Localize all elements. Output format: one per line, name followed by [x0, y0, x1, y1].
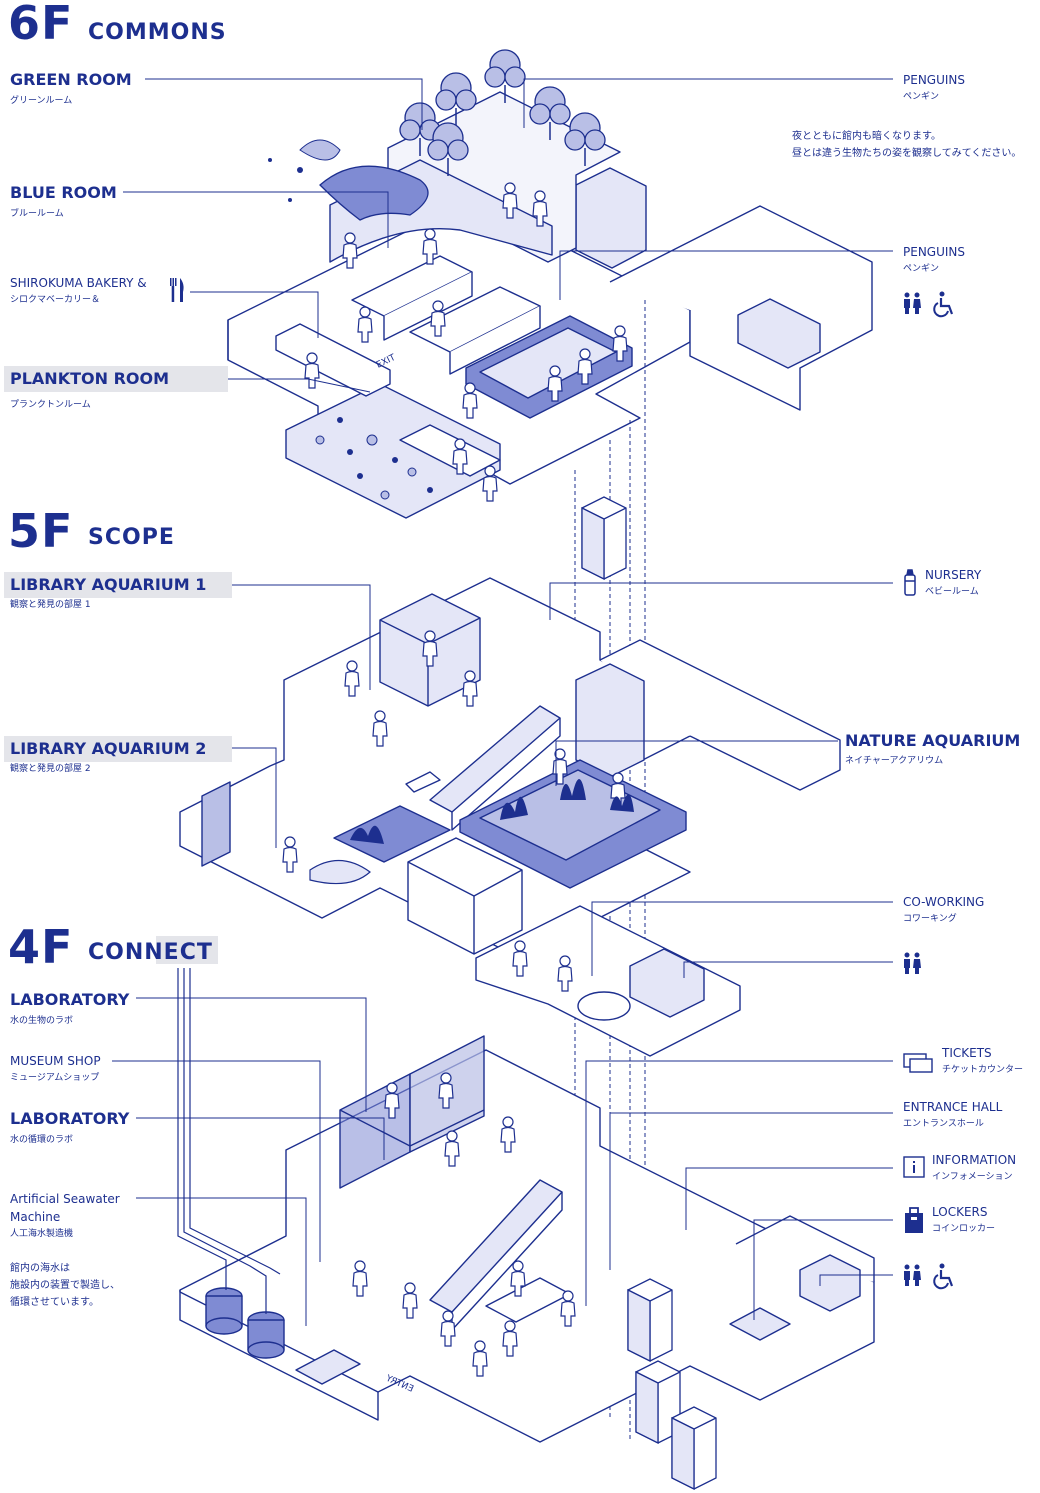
library1-highlight [4, 572, 232, 598]
penguins-label-top: PENGUINS [903, 73, 966, 87]
bakery-label-jp: シロクマベーカリー＆ [10, 295, 101, 305]
restroom-icon [904, 1264, 921, 1286]
penguins-label-bottom: PENGUINS [903, 245, 966, 259]
locker-icon [905, 1207, 923, 1233]
floor-4f-name: CONNECT [88, 940, 213, 965]
bakery-label: SHIROKUMA BAKERY & [10, 276, 147, 290]
laboratory-2-label: LABORATORY [10, 1109, 130, 1128]
restroom-icon [904, 952, 921, 974]
nature-aquarium-plants [350, 778, 634, 844]
seawater-note-line3: 循環させています。 [10, 1297, 99, 1308]
museum-shop-label-jp: ミュージアムショップ [10, 1073, 100, 1083]
seawater-label-line1: Artificial Seawater [10, 1192, 120, 1206]
museum-shop-label: MUSEUM SHOP [10, 1054, 101, 1068]
seawater-label-jp: 人工海水製造機 [10, 1229, 74, 1239]
penguins-label-top-jp: ペンギン [903, 92, 940, 102]
seawater-pipes [177, 968, 281, 1314]
entrance-hall-label: ENTRANCE HALL [903, 1100, 1003, 1114]
seawater-note-line2: 施設内の装置で製造し、 [10, 1280, 120, 1291]
floor-4f-structure [179, 1035, 875, 1443]
tickets-label: TICKETS [942, 1046, 992, 1060]
shaft-column-4f-a [627, 1278, 673, 1362]
information-label: INFORMATION [932, 1153, 1017, 1167]
nursery-label: NURSERY [925, 568, 982, 582]
baby-bottle-icon [904, 569, 916, 596]
seawater-label-line2: Machine [10, 1210, 61, 1224]
nursery-label-jp: ベビールーム [925, 587, 979, 597]
ticket-icon [903, 1053, 933, 1073]
coworking-label-jp: コワーキング [903, 914, 957, 924]
library-aquarium-2-label: LIBRARY AQUARIUM 2 [10, 739, 207, 758]
library-aquarium-1-label: LIBRARY AQUARIUM 1 [10, 575, 207, 594]
leader-lines [112, 78, 893, 1326]
floor-6f-name: COMMONS [88, 20, 227, 45]
seawater-note: 館内の海水は 施設内の装置で製造し、 循環させています。 [10, 1260, 120, 1311]
tickets-label-jp: チケットカウンター [942, 1065, 1024, 1075]
coworking-label: CO-WORKING [903, 895, 985, 909]
plankton-dots [315, 417, 433, 500]
wheelchair-icon [933, 1262, 954, 1290]
penguins-label-bottom-jp: ペンギン [903, 264, 940, 274]
shaft-column-4f-c [671, 1406, 717, 1490]
information-label-jp: インフォメーション [932, 1172, 1013, 1182]
plankton-room-label-jp: プランクトンルーム [10, 400, 91, 410]
floor-5f-structure [179, 577, 841, 1057]
fork-knife-icon [170, 278, 184, 302]
blue-room-label-jp: ブルールーム [10, 209, 64, 219]
nature-aquarium-label-jp: ネイチャーアクアリウム [845, 756, 944, 766]
floor-5f-name: SCOPE [88, 525, 175, 550]
restroom-icon [904, 292, 921, 314]
lockers-label: LOCKERS [932, 1205, 988, 1219]
night-note-line2: 昼とは違う生物たちの姿を観察してみてください。 [792, 148, 1022, 159]
floor-6f-structure [227, 91, 873, 519]
entrance-hall-label-jp: エントランスホール [903, 1119, 984, 1129]
blue-room-orca [268, 139, 429, 221]
laboratory-1-label: LABORATORY [10, 990, 130, 1009]
seawater-note-line1: 館内の海水は [10, 1263, 70, 1274]
nature-aquarium-label: NATURE AQUARIUM [845, 731, 1021, 750]
library-aquarium-2-label-jp: 観察と発見の部屋 2 [10, 764, 91, 774]
connect-highlight [156, 936, 218, 964]
blue-room-label: BLUE ROOM [10, 183, 117, 202]
shaft-column-5f [581, 496, 627, 580]
green-room-label: GREEN ROOM [10, 70, 132, 89]
wheelchair-icon [933, 290, 954, 318]
info-icon [903, 1156, 925, 1178]
laboratory-1-label-jp: 水の生物のラボ [10, 1016, 74, 1026]
library2-highlight [4, 736, 232, 762]
library-aquarium-1-label-jp: 観察と発見の部屋 1 [10, 600, 91, 610]
night-note-line1: 夜とともに館内も暗くなります。 [792, 131, 941, 142]
plankton-highlight [4, 366, 228, 392]
night-note: 夜とともに館内も暗くなります。 昼とは違う生物たちの姿を観察してみてください。 [792, 128, 1021, 162]
laboratory-2-label-jp: 水の循環のラボ [10, 1135, 74, 1145]
floor-4f-number: 4F [8, 920, 74, 974]
plankton-room-label: PLANKTON ROOM [10, 369, 170, 388]
floor-6f-number: 6F [8, 0, 74, 50]
lockers-label-jp: コインロッカー [932, 1224, 996, 1234]
green-room-label-jp: グリーンルーム [10, 96, 73, 106]
floor-5f-number: 5F [8, 504, 74, 558]
dolphin-statue [309, 859, 371, 885]
